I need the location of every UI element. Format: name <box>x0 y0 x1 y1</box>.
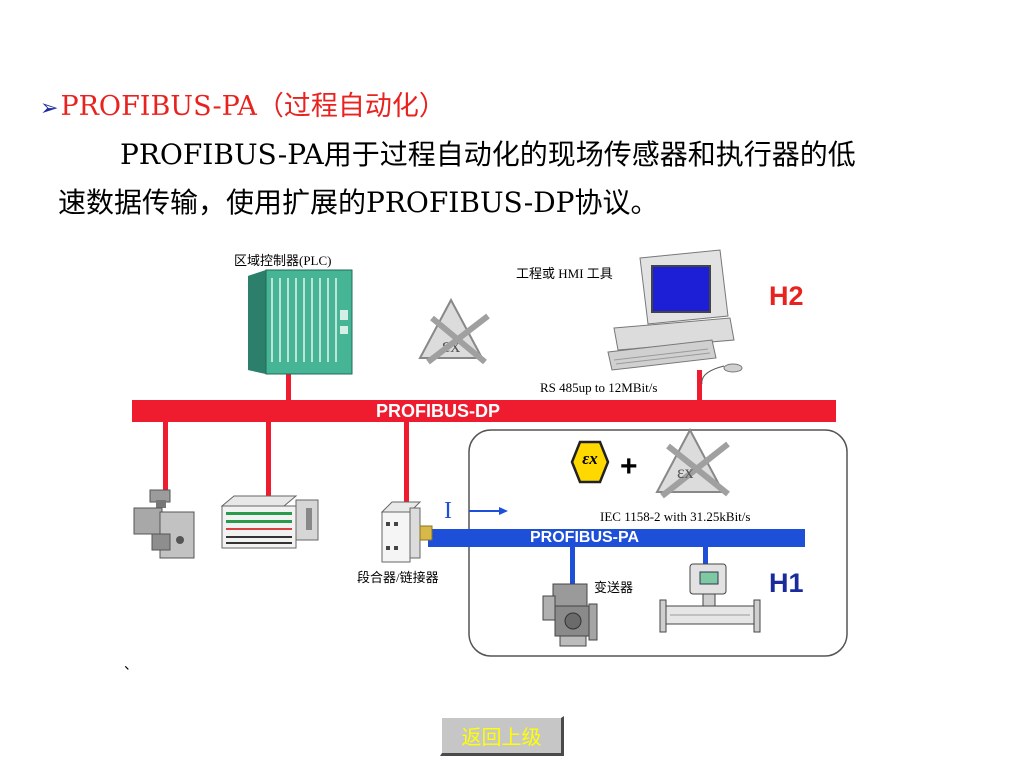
plc-label: 区域控制器(PLC) <box>234 253 332 268</box>
ex-crossed-triangle-icon-top: εx <box>418 297 490 365</box>
segment-coupler-icon <box>380 501 433 563</box>
rs485-label: RS 485up to 12MBit/s <box>540 380 658 395</box>
io-module-icon <box>220 495 319 549</box>
pa-drop-lines <box>570 545 708 585</box>
bullet-arrow-icon: ➢ <box>40 96 59 121</box>
flow-meter-icon <box>659 563 761 633</box>
paragraph-line-1: PROFIBUS-PA用于过程自动化的现场传感器和执行器的低 <box>120 138 856 171</box>
profibus-pa-label: PROFIBUS-PA <box>530 529 640 546</box>
profibus-dp-bar <box>132 400 836 422</box>
back-button[interactable]: 返回上级 <box>440 716 564 756</box>
ex-crossed-triangle-icon-pa <box>655 427 730 499</box>
valve-icon <box>133 489 195 559</box>
dp-drop-lines <box>163 370 702 504</box>
ex-triangle-text: εx <box>677 462 694 482</box>
profibus-pa-bar <box>428 529 805 547</box>
h2-label: H2 <box>769 281 804 311</box>
heading-text: PROFIBUS-PA（过程自动化） <box>60 91 446 122</box>
coupler-label: 段合器/链接器 <box>357 570 439 585</box>
hmi-computer-icon <box>607 249 743 385</box>
plc-rack-icon <box>248 269 353 375</box>
pressure-transmitter-icon <box>542 583 598 647</box>
plus-sign: + <box>620 450 638 483</box>
profibus-dp-label: PROFIBUS-DP <box>376 401 501 421</box>
page-title: ➢PROFIBUS-PA（过程自动化） <box>40 84 446 123</box>
ex-hexagon-text: εx <box>582 449 598 468</box>
stray-mark: 、 <box>124 658 138 673</box>
paragraph-line-2: 速数据传输，使用扩展的PROFIBUS-DP协议。 <box>58 186 659 219</box>
iec-label: IEC 1158-2 with 31.25kBit/s <box>600 509 751 524</box>
ex-hexagon-icon <box>570 440 610 484</box>
current-symbol: I <box>444 498 452 524</box>
h1-label: H1 <box>769 568 804 598</box>
transmitter-label: 变送器 <box>594 580 634 595</box>
hmi-label: 工程或 HMI 工具 <box>516 266 613 281</box>
